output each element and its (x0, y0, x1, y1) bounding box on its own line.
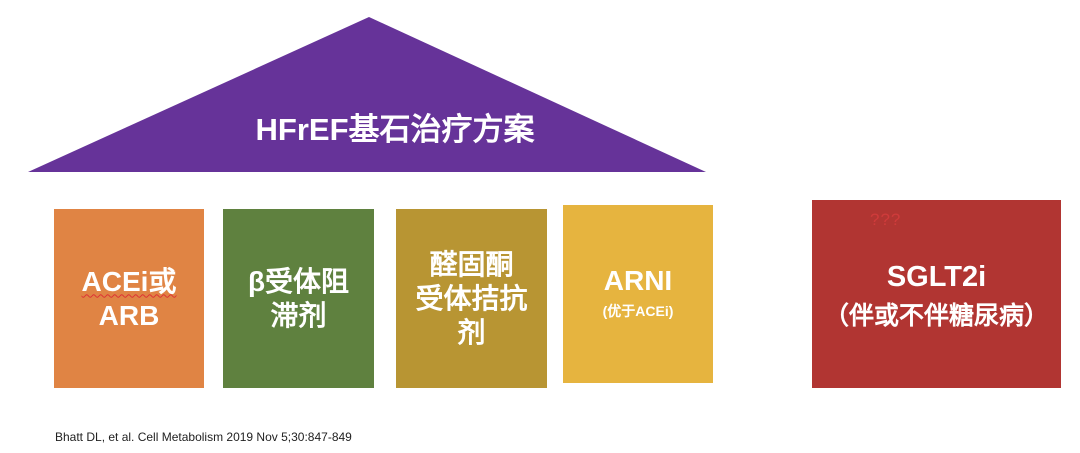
pillar-line: 受体拮抗 (415, 282, 528, 314)
roof-shape (28, 17, 706, 172)
roof-triangle (28, 17, 706, 172)
sglt2-label: SGLT2i (886, 261, 987, 293)
pillar-mra: 醛固酮 受体拮抗 剂 (396, 209, 547, 388)
pillar-acei-arb: ACEi或 ARB (54, 209, 204, 388)
pillar-line: 滞剂 (270, 299, 327, 331)
pillar-line: 醛固酮 (429, 248, 514, 280)
roof-title: HFrEF基石治疗方案 (255, 112, 535, 147)
question-marks: ??? (870, 210, 902, 229)
pillar-beta-blocker: β受体阻 滞剂 (223, 209, 374, 388)
citation: Bhatt DL, et al. Cell Metabolism 2019 No… (55, 430, 352, 444)
sglt2-box: ??? SGLT2i （伴或不伴糖尿病） (812, 200, 1061, 388)
pillar-line: ACEi或 (81, 265, 177, 297)
pillar-sub: (优于ACEi) (602, 303, 674, 319)
pillar-line: β受体阻 (247, 265, 350, 297)
pillar-line: ARNI (603, 265, 673, 296)
pillar-line: 剂 (457, 316, 486, 348)
pillar-line: ARB (98, 299, 160, 331)
sglt2-sub: （伴或不伴糖尿病） (823, 302, 1049, 330)
pillar-arni: ARNI (优于ACEi) (563, 205, 713, 383)
